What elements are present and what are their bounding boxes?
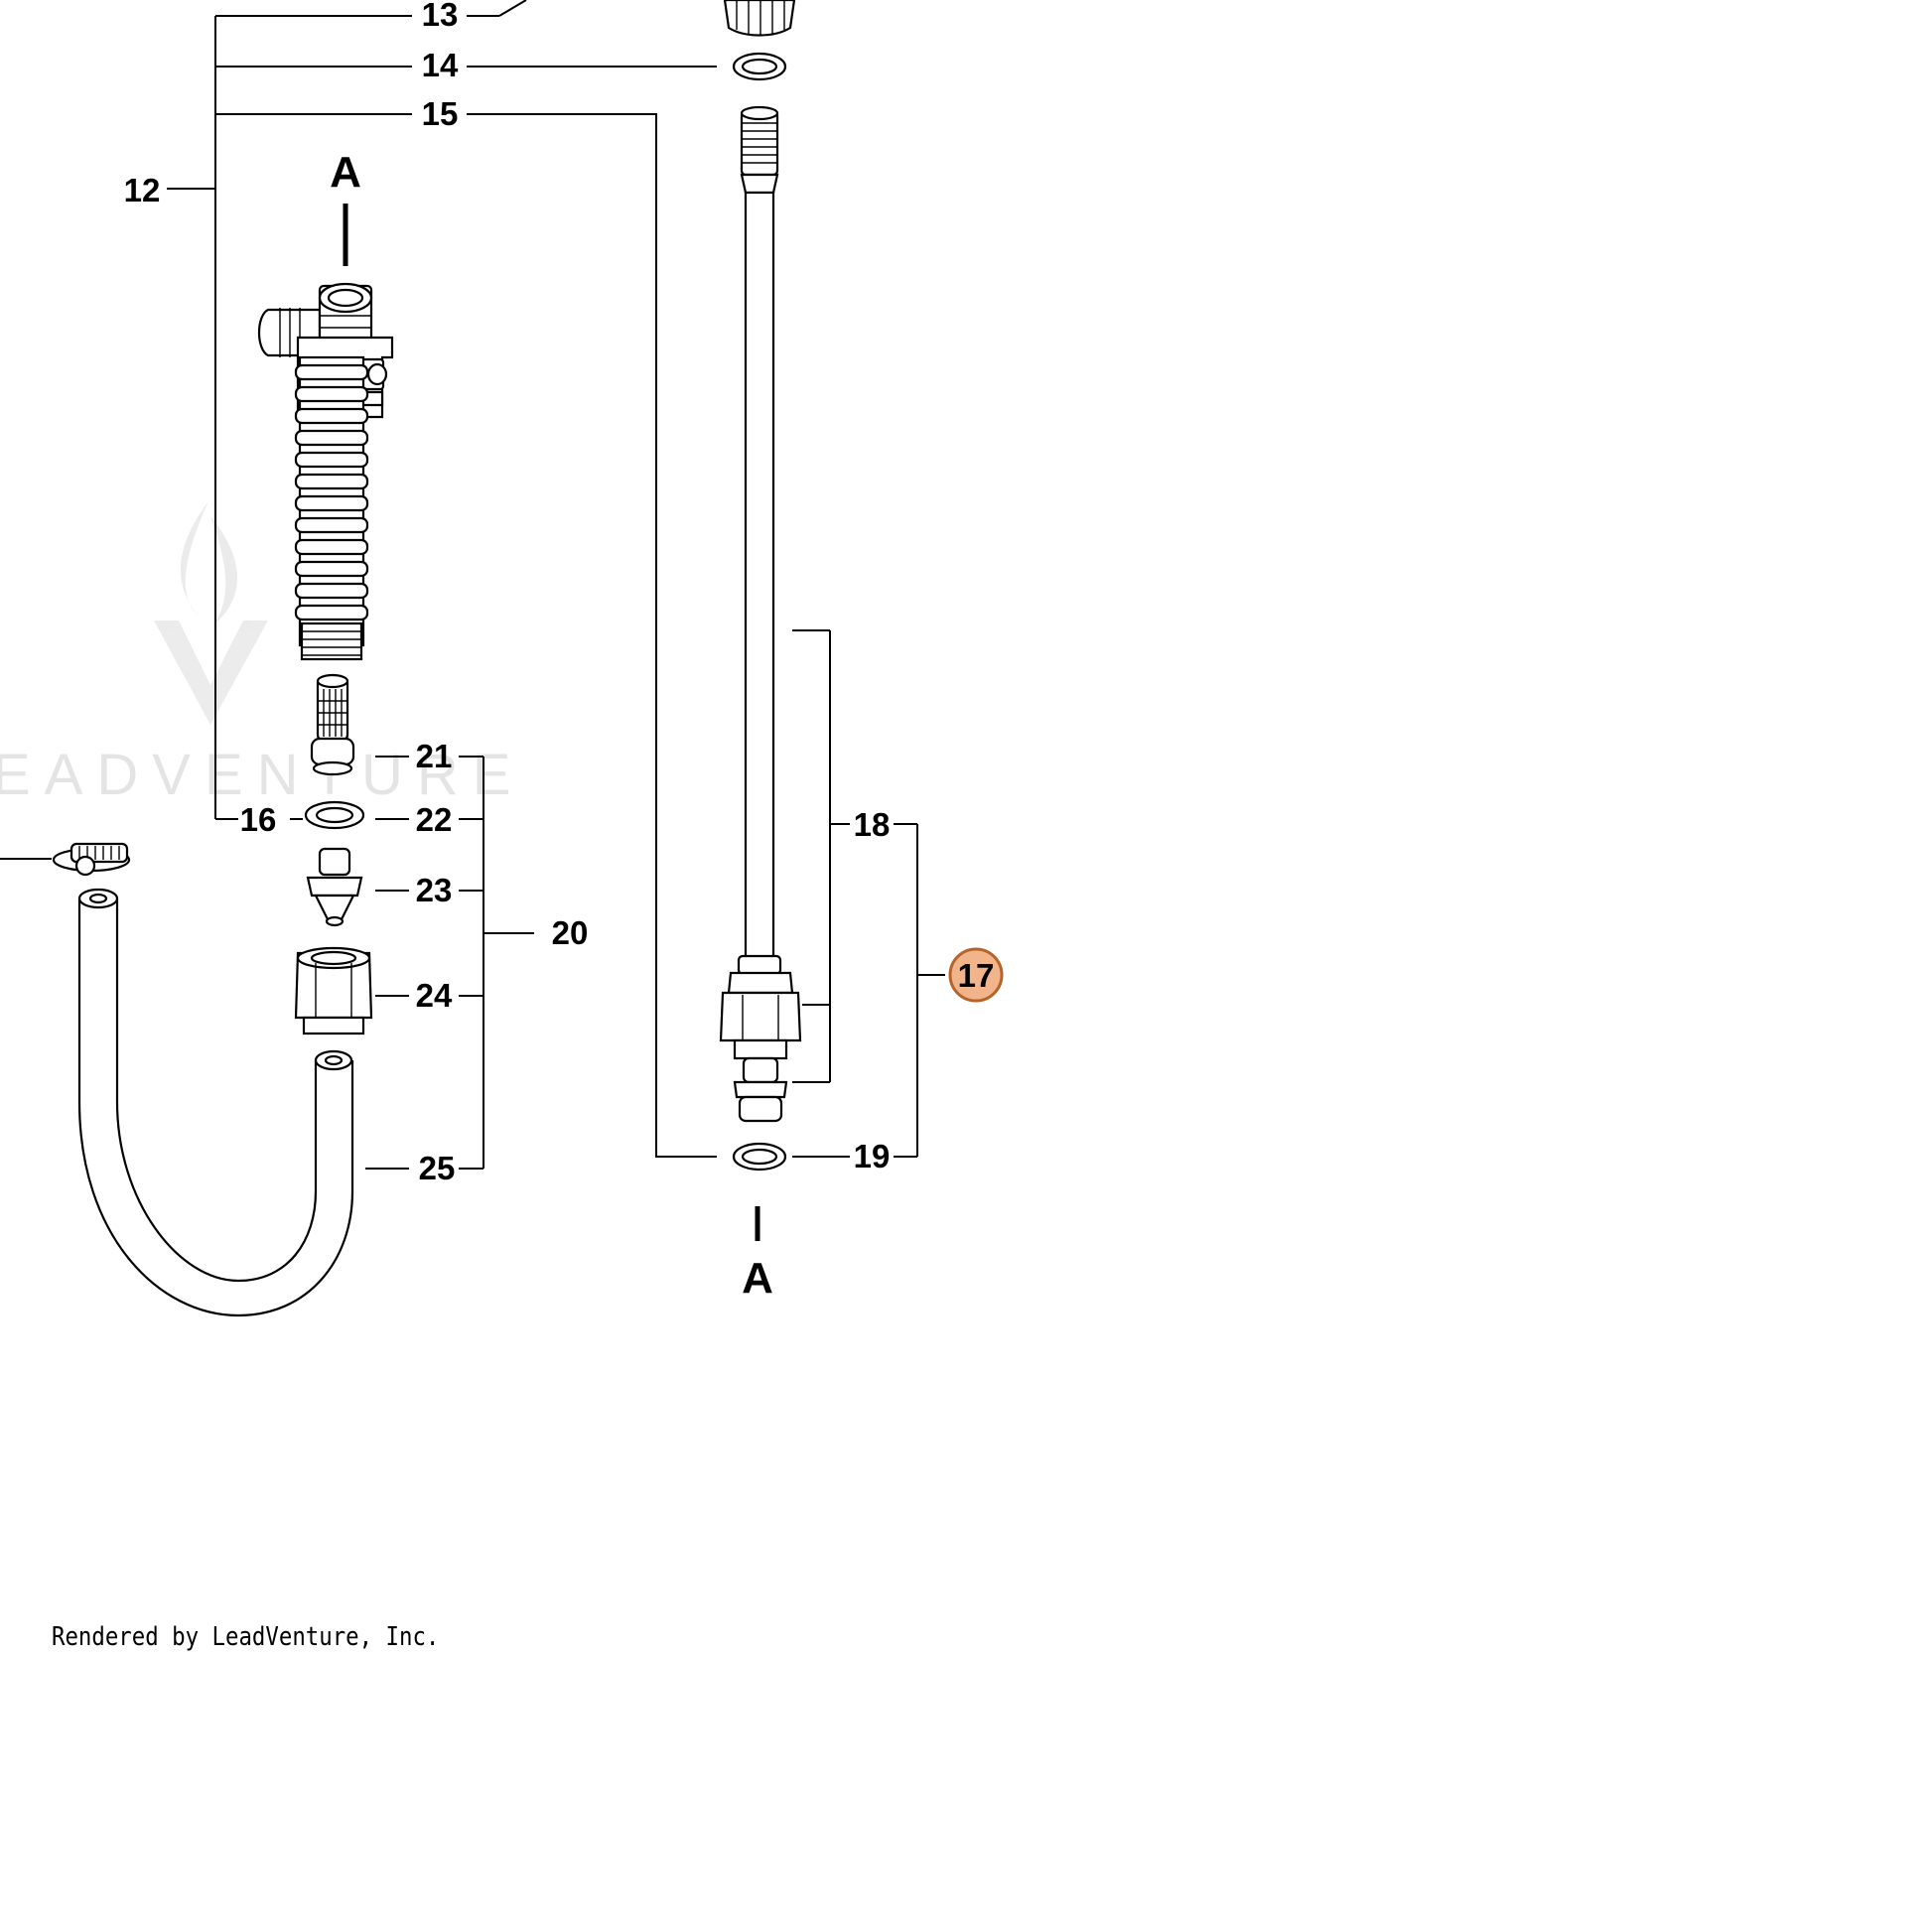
- o-ring-14: [732, 52, 787, 81]
- bracket-20: [365, 756, 534, 1170]
- section-marker-a-top: A: [330, 148, 361, 197]
- callout-21[interactable]: 21: [416, 738, 453, 774]
- o-ring-19: [732, 1142, 787, 1172]
- filter-body: [257, 282, 394, 661]
- filter-body-ribs: [294, 363, 369, 621]
- hose-25: [77, 888, 354, 1317]
- filter-screen: [310, 673, 355, 776]
- washer-22: [304, 800, 365, 830]
- section-marker-a-bottom: A: [742, 1254, 773, 1303]
- hose-barb-23: [306, 847, 363, 927]
- wand-18: [719, 105, 802, 1123]
- callout-16[interactable]: 16: [240, 801, 277, 838]
- callout-25[interactable]: 25: [419, 1150, 456, 1186]
- callout-17-highlight[interactable]: 17: [948, 947, 1004, 1003]
- callout-17-badge[interactable]: [948, 947, 1004, 1003]
- watermark-logo: [154, 501, 268, 725]
- hex-nut-24: [294, 946, 373, 1035]
- callout-15[interactable]: 15: [422, 95, 459, 132]
- bracket-18: [792, 629, 850, 1083]
- callout-22[interactable]: 22: [416, 801, 453, 838]
- callout-13[interactable]: 13: [422, 0, 459, 33]
- bracket-17: [894, 823, 945, 1158]
- callout-19[interactable]: 19: [854, 1138, 891, 1174]
- callout-12[interactable]: 12: [124, 172, 161, 208]
- callout-24[interactable]: 24: [416, 977, 453, 1014]
- footer-credit: Rendered by LeadVenture, Inc.: [52, 1622, 440, 1652]
- callout-23[interactable]: 23: [416, 872, 453, 908]
- callout-17[interactable]: 17: [958, 957, 995, 994]
- callout-18[interactable]: 18: [854, 806, 891, 843]
- watermark-text: EADVENTURE: [0, 743, 524, 807]
- callout-20[interactable]: 20: [552, 914, 589, 951]
- bracket-12: [167, 15, 412, 820]
- top-fitting-13: [723, 0, 796, 37]
- callout-14[interactable]: 14: [422, 47, 459, 83]
- hose-clamp: [0, 842, 131, 877]
